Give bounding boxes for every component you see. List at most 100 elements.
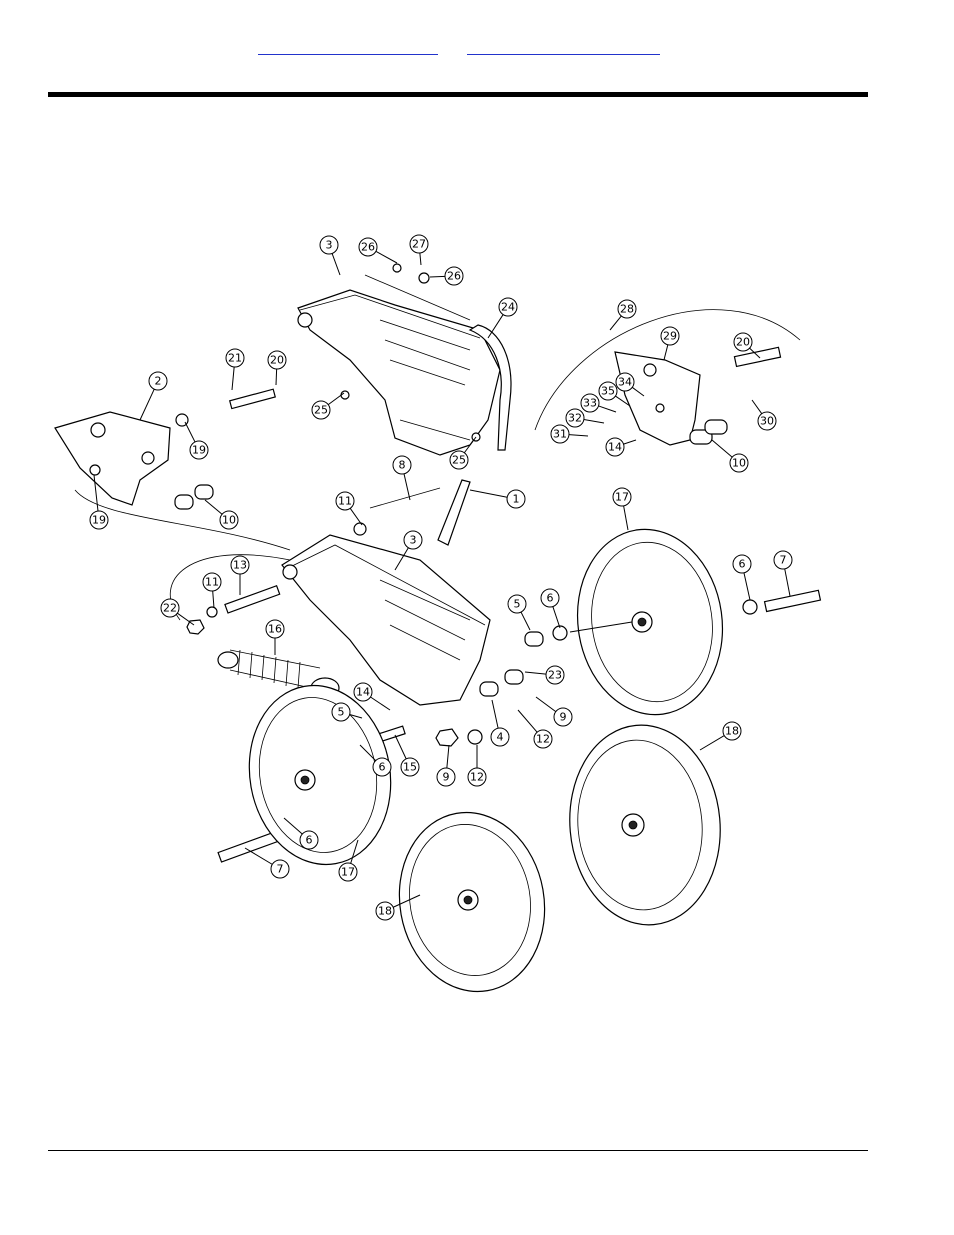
leader-line [394, 547, 409, 571]
callout-c19a: 19 [184, 421, 209, 460]
callout-c17a: 17 [612, 487, 632, 531]
leader-line [749, 347, 761, 359]
callout-c35: 35 [598, 381, 631, 407]
leader-line [615, 395, 631, 407]
callout-c10b: 10 [711, 439, 749, 473]
left-bracket [54, 411, 189, 506]
callout-circle [550, 424, 570, 444]
leader-line [331, 253, 341, 276]
callout-circle [392, 455, 412, 475]
callout-circle [773, 550, 793, 570]
leader-line [419, 252, 422, 266]
callout-circle [270, 859, 290, 879]
wheel-18-right [569, 724, 721, 926]
callout-c25a: 25 [311, 392, 345, 420]
callout-circle [598, 381, 618, 401]
callout-circle [299, 830, 319, 850]
callout-number: 27 [412, 238, 426, 251]
leader-line [275, 368, 278, 386]
callout-circle [732, 554, 752, 574]
callout-number: 28 [620, 303, 634, 316]
callout-circle [615, 372, 635, 392]
callout-circle [375, 901, 395, 921]
callout-circle [565, 408, 585, 428]
callout-number: 20 [736, 336, 750, 349]
callout-number: 26 [447, 270, 461, 283]
callout-c7a: 7 [773, 550, 793, 597]
callout-number: 5 [338, 706, 345, 719]
leader-line [491, 699, 499, 729]
callout-number: 10 [222, 514, 236, 527]
callout-number: 26 [361, 241, 375, 254]
callout-circle [400, 757, 420, 777]
callout-number: 31 [553, 428, 567, 441]
leader-line [429, 275, 446, 278]
callout-number: 7 [780, 554, 787, 567]
callout-number: 24 [501, 301, 515, 314]
callout-c16: 16 [265, 619, 285, 655]
callout-circle [729, 453, 749, 473]
callout-number: 11 [205, 576, 219, 589]
callout-number: 32 [568, 412, 582, 425]
callout-circle [490, 727, 510, 747]
top-rule [48, 92, 868, 97]
callout-circle [533, 729, 553, 749]
callout-number: 8 [399, 459, 406, 472]
callout-c31: 31 [550, 424, 589, 444]
callout-circle [545, 665, 565, 685]
leader-line [623, 505, 629, 531]
callout-c11b: 11 [202, 572, 222, 609]
callout-number: 13 [233, 559, 247, 572]
callout-circle [733, 332, 753, 352]
bottom-rule [48, 1150, 868, 1151]
header-link-2[interactable] [467, 40, 660, 55]
callout-c9a: 9 [535, 696, 573, 727]
leader-line [139, 388, 155, 421]
callout-circle [409, 234, 429, 254]
leader-line [403, 473, 411, 501]
callout-c22: 22 [160, 598, 195, 626]
callout-circle [311, 400, 331, 420]
callout-number: 23 [548, 669, 562, 682]
callout-circle [160, 598, 180, 618]
callout-circle [148, 371, 168, 391]
callout-number: 34 [618, 376, 632, 389]
callout-circle [540, 588, 560, 608]
callout-number: 3 [326, 239, 333, 252]
callout-circle [335, 491, 355, 511]
header-link-1[interactable] [258, 40, 438, 55]
callout-c1: 1 [469, 489, 526, 509]
callout-c2: 2 [139, 371, 168, 421]
right-bracket [534, 309, 801, 446]
callout-c18a: 18 [699, 721, 742, 751]
callout-number: 18 [725, 725, 739, 738]
leader-line [751, 399, 763, 414]
callout-c24: 24 [487, 297, 518, 339]
leader-line [93, 474, 99, 512]
callout-circle [358, 237, 378, 257]
callout-c34: 34 [615, 372, 645, 397]
leader-line [469, 489, 508, 498]
leader-line [598, 405, 617, 413]
callout-circle [612, 487, 632, 507]
callout-circle [507, 594, 527, 614]
callout-number: 6 [306, 834, 313, 847]
callout-c6c: 6 [283, 817, 319, 850]
callout-circle [338, 862, 358, 882]
callout-c6d: 6 [732, 554, 752, 601]
callout-circle [436, 767, 456, 787]
callout-number: 14 [356, 686, 370, 699]
callout-number: 12 [536, 733, 550, 746]
callout-number: 6 [547, 592, 554, 605]
leader-line [517, 709, 538, 733]
leader-line [487, 314, 504, 339]
callout-circle [617, 299, 637, 319]
callout-circle [403, 530, 423, 550]
callout-number: 2 [155, 375, 162, 388]
callout-circle [372, 757, 392, 777]
wheel-17-upper [569, 528, 724, 716]
callout-circle [202, 572, 222, 592]
callout-c12a: 12 [517, 709, 553, 749]
callout-number: 3 [410, 534, 417, 547]
